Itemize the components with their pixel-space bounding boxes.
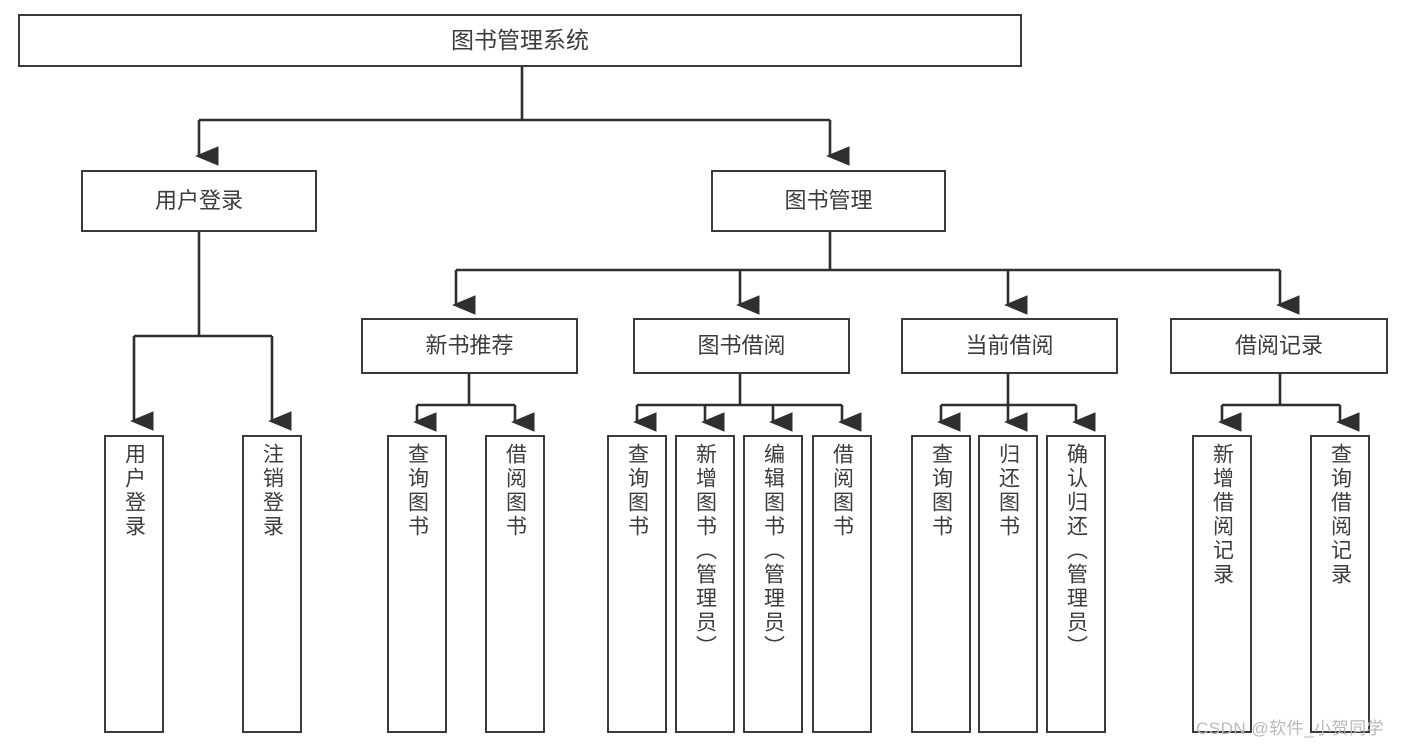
csdn-watermark: CSDN @软件_小贺同学 (1196, 719, 1385, 738)
node-label: 查询图书 (405, 443, 429, 539)
leaf-borrow-query-book[interactable]: 查询图书 (607, 435, 667, 733)
leaf-logout[interactable]: 注销登录 (242, 435, 302, 733)
leaf-current-return-book[interactable]: 归还图书 (978, 435, 1038, 733)
node-book-management[interactable]: 图书管理 (711, 170, 946, 232)
leaf-current-confirm-return-admin[interactable]: 确认归还（管理员） (1046, 435, 1106, 733)
node-label: 归还图书 (996, 443, 1020, 539)
node-label: 借阅记录 (1234, 333, 1323, 359)
leaf-current-query-book[interactable]: 查询图书 (911, 435, 971, 733)
node-label: 新增借阅记录 (1210, 443, 1234, 587)
node-label: 借阅图书 (503, 443, 527, 539)
node-label: 确认归还（管理员） (1064, 443, 1088, 659)
node-label: 新书推荐 (425, 333, 514, 359)
node-label: 图书管理 (784, 188, 873, 214)
node-label: 图书管理系统 (451, 27, 589, 54)
node-label: 借阅图书 (830, 443, 854, 539)
node-label: 新增图书（管理员） (693, 443, 717, 659)
node-label: 查询图书 (625, 443, 649, 539)
node-user-login[interactable]: 用户登录 (81, 170, 317, 232)
node-new-book-recommendation[interactable]: 新书推荐 (361, 318, 578, 374)
leaf-record-add-record[interactable]: 新增借阅记录 (1192, 435, 1252, 733)
node-label: 用户登录 (122, 443, 146, 539)
node-label: 编辑图书（管理员） (761, 443, 785, 659)
leaf-borrow-add-book-admin[interactable]: 新增图书（管理员） (675, 435, 735, 733)
leaf-newbook-query-book[interactable]: 查询图书 (387, 435, 447, 733)
node-label: 用户登录 (154, 188, 243, 214)
node-label: 图书借阅 (697, 333, 786, 359)
node-book-borrow[interactable]: 图书借阅 (633, 318, 850, 374)
leaf-borrow-edit-book-admin[interactable]: 编辑图书（管理员） (743, 435, 803, 733)
node-label: 注销登录 (260, 443, 284, 539)
leaf-borrow-borrow-book[interactable]: 借阅图书 (812, 435, 872, 733)
node-label: 当前借阅 (965, 333, 1054, 359)
node-current-borrow[interactable]: 当前借阅 (901, 318, 1118, 374)
node-label: 查询图书 (929, 443, 953, 539)
node-label: 查询借阅记录 (1328, 443, 1352, 587)
leaf-record-query-record[interactable]: 查询借阅记录 (1310, 435, 1370, 733)
node-borrow-record[interactable]: 借阅记录 (1170, 318, 1388, 374)
leaf-user-login[interactable]: 用户登录 (104, 435, 164, 733)
node-root-system[interactable]: 图书管理系统 (18, 14, 1022, 67)
leaf-newbook-borrow-book[interactable]: 借阅图书 (485, 435, 545, 733)
